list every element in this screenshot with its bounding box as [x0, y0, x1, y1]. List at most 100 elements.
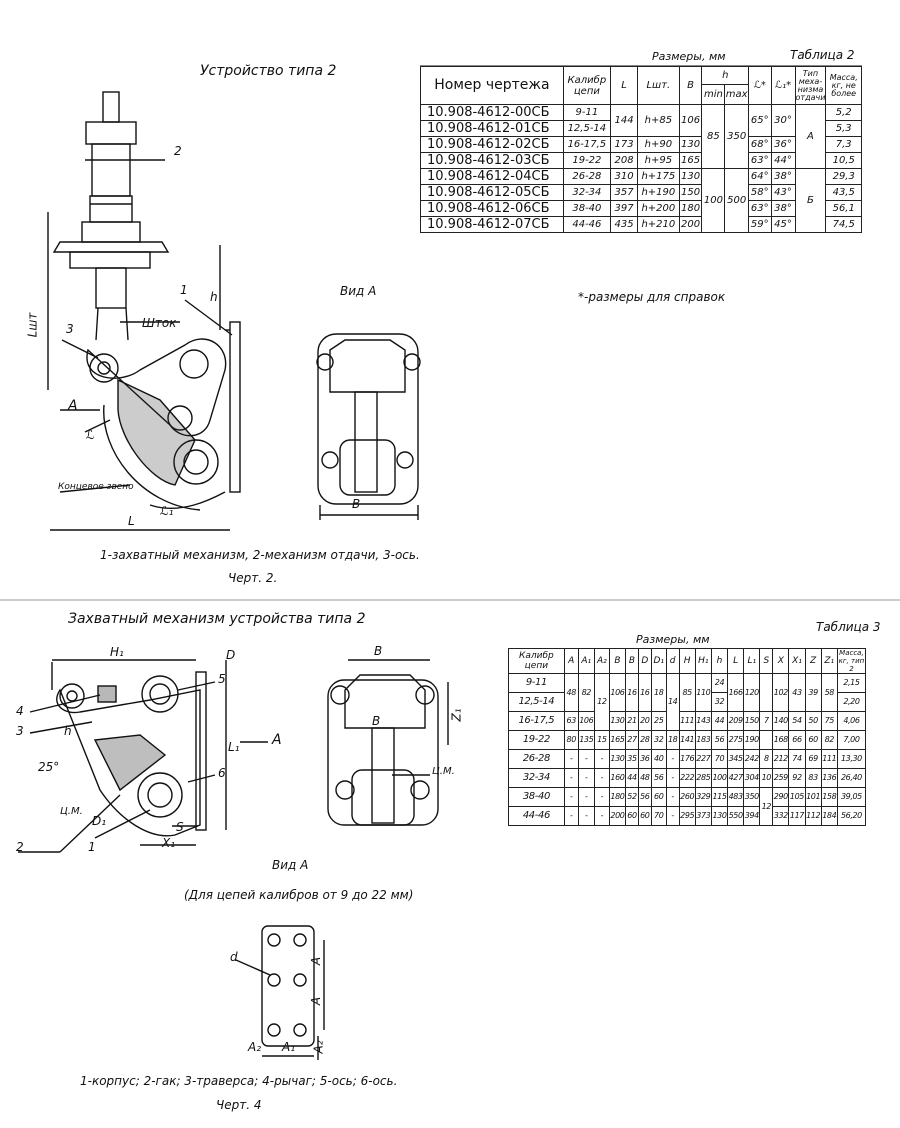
t3-cell: 20: [637, 711, 652, 731]
t3-cell: 18: [665, 730, 680, 750]
t2-row-num: 10.908-4612-03СБ: [420, 152, 564, 169]
label-b-top: B: [374, 644, 383, 658]
t3-cell: 101: [804, 787, 822, 807]
t2-mass: 5,3: [825, 120, 862, 137]
label-h1: H₁: [110, 645, 124, 659]
label-d-big: D: [226, 648, 236, 662]
t3-cell: 130: [710, 806, 729, 826]
header-h: h: [701, 66, 750, 85]
label-shtok: Шток: [142, 316, 177, 330]
t2-B: 106: [678, 104, 703, 137]
t3-cell: -: [665, 768, 680, 788]
t3-cell: 35: [625, 749, 639, 769]
t2-L: 435: [609, 216, 639, 233]
label-lsht: Lшт: [25, 312, 40, 338]
t2-hmax: 500: [724, 168, 750, 233]
t3-cell: 66: [788, 730, 806, 750]
t3-cell: 158: [820, 787, 838, 807]
t2-row-cal: 12,5-14: [562, 120, 611, 137]
t2-hmin: 85: [701, 104, 726, 169]
t3-cell: 16: [625, 673, 639, 712]
label-1: 1: [180, 283, 188, 297]
header-mass: Масса, кг, не более: [825, 66, 862, 105]
t3-cell: 56: [637, 787, 652, 807]
table2-note: *-размеры для справок: [578, 290, 726, 304]
t3-mass: 56,20: [836, 806, 867, 826]
t3-cell: -: [593, 787, 610, 807]
label-x1: X₁: [162, 836, 176, 850]
t3-cell: 24: [710, 673, 729, 693]
t2-B: 200: [678, 216, 703, 233]
t3-cell: 18: [650, 673, 667, 712]
t3-cell: 15: [593, 730, 610, 750]
t3-cell: -: [665, 787, 680, 807]
t2-type: А: [794, 104, 827, 169]
label-3b: 3: [16, 724, 24, 738]
header-drawing-number: Номер чертежа: [420, 66, 564, 105]
t2-alpha1: 45°: [770, 216, 796, 233]
bottom-view-a-title: Вид А: [272, 858, 309, 872]
t3-cell: 160: [608, 768, 627, 788]
t3-cell: 140: [772, 711, 790, 731]
t3-cell: 184: [820, 806, 838, 826]
t3-cell: 85: [678, 673, 696, 712]
t3-cell: 48: [563, 673, 579, 712]
t3-header: d: [665, 648, 680, 674]
t3-header: D: [637, 648, 652, 674]
t3-cal: 44-46: [508, 806, 565, 826]
t3-cell: 52: [625, 787, 639, 807]
t2-row-cal: 16-17,5: [562, 136, 611, 153]
t2-row-num: 10.908-4612-07СБ: [420, 216, 564, 233]
label-1b: 1: [88, 840, 96, 854]
label-d-small: d: [230, 950, 238, 964]
t3-header: L: [727, 648, 745, 674]
t3-cell: 141: [678, 730, 696, 750]
t3-mass: 2,15: [836, 673, 867, 693]
header-alpha1: ℒ₁*: [770, 66, 796, 105]
t3-cal: 9-11: [508, 673, 565, 693]
t3-cell: 130: [608, 711, 627, 731]
t3-header: A: [563, 648, 579, 674]
table2: Номер чертежа Калибр цепи L Lшт. B h ℒ* …: [420, 66, 862, 233]
t3-cell: 92: [788, 768, 806, 788]
label-view-a-arrow: А: [68, 398, 78, 414]
label-z1: Z₁: [449, 708, 464, 722]
label-l1: L₁: [228, 740, 240, 754]
t3-cell: 427: [727, 768, 745, 788]
t2-row-cal: 44-46: [562, 216, 611, 233]
figure-title-type2: Устройство типа 2: [200, 63, 337, 79]
t3-cell: 27: [625, 730, 639, 750]
t3-cell: -: [563, 749, 579, 769]
t3-cell: 285: [694, 768, 712, 788]
label-h-small: h: [64, 724, 72, 738]
t2-row-num: 10.908-4612-01СБ: [420, 120, 564, 137]
table3-caption: Таблица 3: [816, 620, 881, 634]
header-type: Тип меха-низма отдачи: [794, 66, 827, 105]
t3-cell: 8: [759, 749, 774, 769]
t2-row-num: 10.908-4612-00СБ: [420, 104, 564, 121]
t2-Lsht: h+210: [637, 216, 680, 233]
table3: Калибр цепи A A₁ A₂ B B D D₁ d H H₁ h L …: [508, 648, 867, 826]
t3-header: H₁: [694, 648, 712, 674]
t2-row-cal: 9-11: [562, 104, 611, 121]
t3-cell: -: [593, 806, 610, 826]
t3-cell: 100: [710, 768, 729, 788]
label-a2: A₂: [248, 1040, 262, 1054]
t3-header: Калибр цепи: [508, 648, 565, 674]
t3-cell: 190: [743, 730, 761, 750]
label-2: 2: [174, 144, 182, 158]
t3-header: Z: [804, 648, 822, 674]
t3-cell: 69: [804, 749, 822, 769]
table2-dims-header: Размеры, мм: [652, 50, 726, 63]
t3-header: L₁: [743, 648, 761, 674]
t3-cell: 12: [593, 673, 610, 731]
top-caption: 1-захватный механизм, 2-механизм отдачи,…: [100, 548, 420, 562]
t3-cell: 63: [563, 711, 579, 731]
t2-L: 397: [609, 200, 639, 217]
t3-cell: 60: [650, 787, 667, 807]
t3-cal: 12,5-14: [508, 692, 565, 712]
t3-cell: 112: [804, 806, 822, 826]
t3-cell: 259: [772, 768, 790, 788]
t3-mass: 26,40: [836, 768, 867, 788]
